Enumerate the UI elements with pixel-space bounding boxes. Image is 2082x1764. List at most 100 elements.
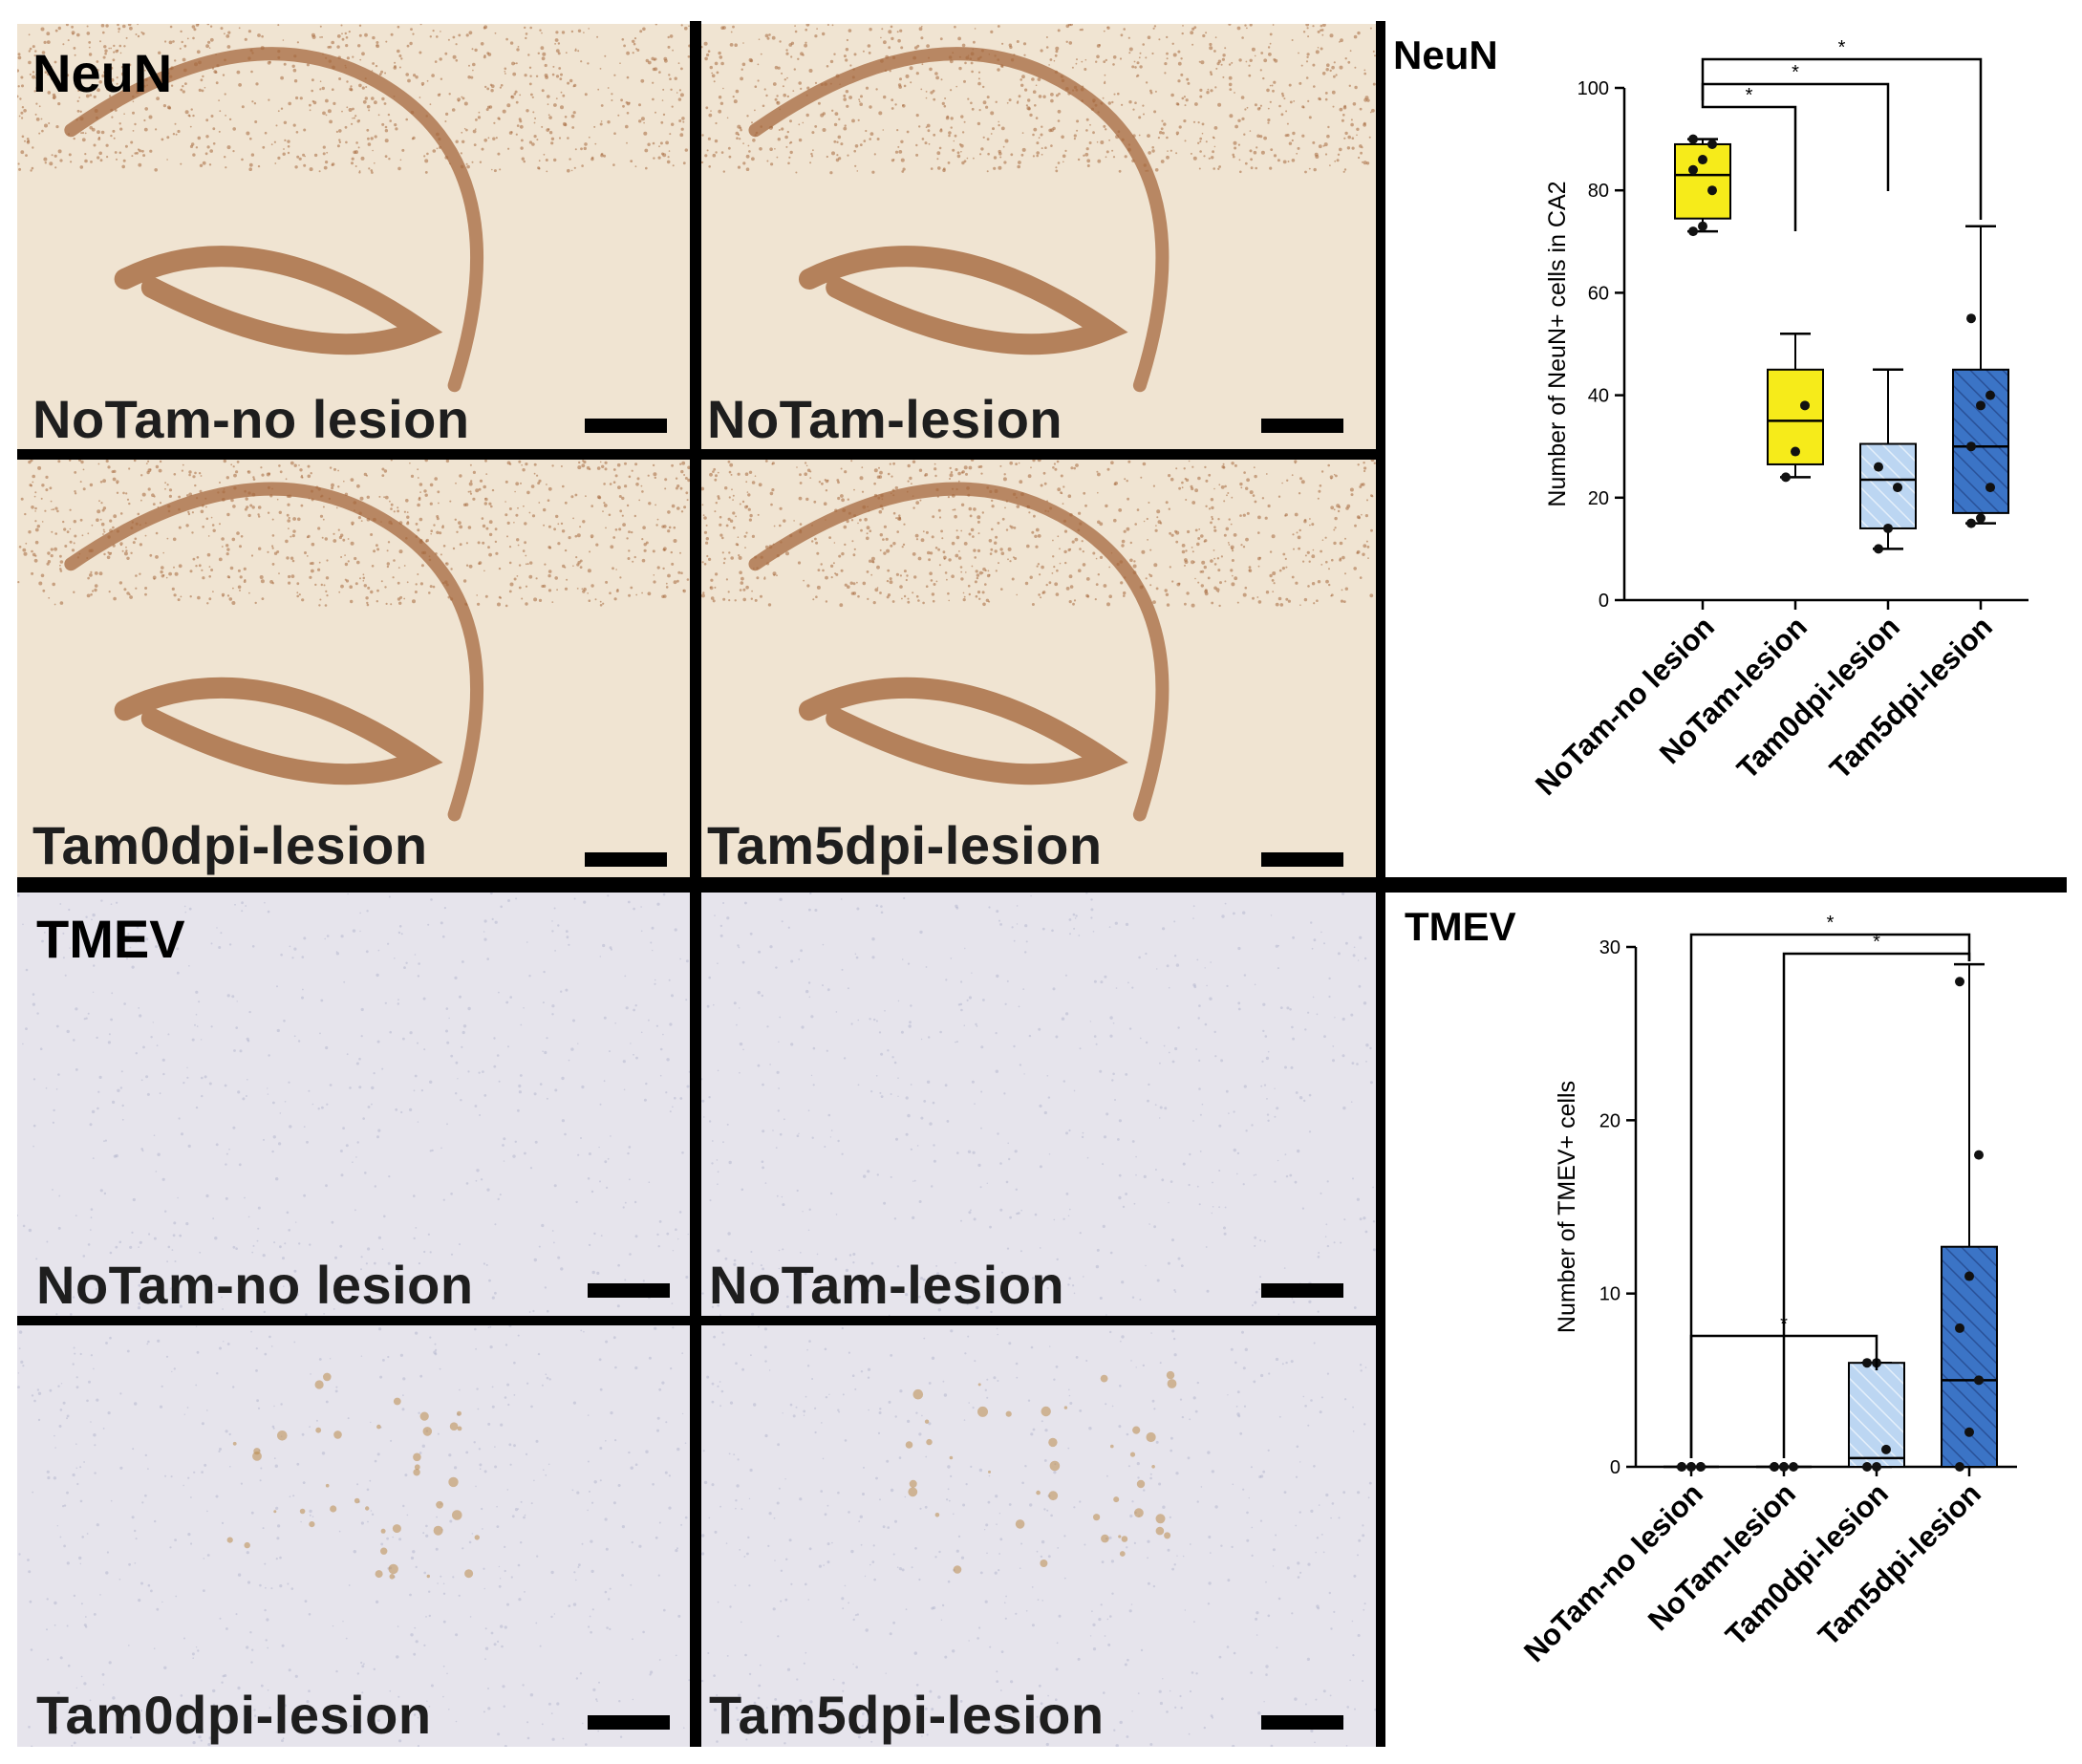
micrograph-neun-notam-lesion: [701, 24, 1376, 449]
scale-bar: [588, 1283, 670, 1298]
data-point: [1893, 483, 1902, 493]
data-point: [1883, 523, 1893, 533]
data-point: [1985, 390, 1995, 400]
micrograph-neun-notam-no-lesion: [17, 24, 690, 449]
scale-bar: [588, 1715, 670, 1730]
box-1: NoTam-lesion: [1642, 1462, 1812, 1637]
data-point: [1696, 1462, 1706, 1472]
data-point: [1964, 1427, 1974, 1437]
data-point: [1976, 513, 1985, 524]
data-point: [1688, 226, 1698, 237]
significance-bracket: *: [1701, 37, 1983, 220]
data-point: [1985, 483, 1995, 493]
significance-label: *: [1827, 913, 1835, 934]
significance-bracket: *: [1701, 85, 1797, 231]
data-point: [1872, 1462, 1881, 1472]
data-point: [1686, 1462, 1696, 1472]
neun-section-label: NeuN: [32, 43, 173, 103]
box-body: [1952, 368, 2009, 514]
data-point: [1966, 441, 1976, 452]
y-tick-label: 20: [1599, 1110, 1621, 1131]
micrograph-neun-tam0dpi-lesion: [17, 460, 690, 877]
panel-label: NoTam-lesion: [707, 389, 1063, 449]
x-category-label: Tam5dpi-lesion: [1823, 610, 1999, 785]
scale-bar: [585, 852, 667, 867]
scale-bar: [1261, 1283, 1343, 1298]
y-tick-label: 20: [1588, 488, 1609, 509]
data-point: [1974, 1375, 1984, 1386]
significance-bracket: *: [1782, 932, 1971, 1458]
data-point: [1791, 446, 1800, 457]
micrograph-tmev-notam-no-lesion: [17, 893, 690, 1316]
micrograph-neun-tam5dpi-lesion: [701, 460, 1376, 877]
y-tick-label: 80: [1588, 181, 1609, 202]
data-point: [1688, 164, 1698, 175]
y-tick-label: 0: [1610, 1457, 1621, 1478]
significance-label: *: [1746, 85, 1753, 106]
data-point: [1955, 1323, 1964, 1333]
panel-label: Tam0dpi-lesion: [36, 1685, 432, 1745]
significance-label: *: [1780, 1314, 1788, 1335]
data-point: [1781, 472, 1791, 483]
data-point: [1874, 462, 1883, 472]
data-point: [1779, 1462, 1789, 1472]
data-point: [1881, 1444, 1891, 1454]
y-axis-label: Number of NeuN+ cells in CA2: [1544, 181, 1571, 506]
panel-label: NoTam-no lesion: [36, 1255, 474, 1315]
micrograph-tmev-notam-lesion: [701, 893, 1376, 1316]
scale-bar: [1261, 419, 1343, 433]
tmev-section-label: TMEV: [36, 909, 185, 969]
data-point: [1698, 155, 1707, 165]
data-point: [1688, 134, 1698, 144]
neun-chart-label: NeuN: [1393, 32, 1498, 77]
significance-bracket: *: [1689, 913, 1971, 1458]
data-point: [1966, 518, 1976, 528]
micrograph-tmev-tam0dpi-lesion: [17, 1325, 690, 1747]
divider-section: [17, 877, 2067, 893]
data-point: [1955, 977, 1964, 987]
significance-label: *: [1792, 62, 1799, 83]
y-axis: 0 10 20 30: [1599, 937, 1638, 1478]
panel-label: NoTam-no lesion: [32, 389, 470, 449]
data-point: [1707, 139, 1717, 149]
data-point: [1789, 1462, 1798, 1472]
data-point: [1707, 185, 1717, 196]
panel-label: Tam5dpi-lesion: [707, 815, 1103, 875]
x-category-label: Tam5dpi-lesion: [1812, 1476, 1987, 1652]
data-point: [1677, 1462, 1686, 1472]
x-category-label: NoTam-no lesion: [1517, 1476, 1709, 1668]
data-point: [1976, 400, 1985, 411]
data-point: [1955, 1462, 1964, 1472]
y-tick-label: 10: [1599, 1284, 1621, 1305]
scale-bar: [1261, 1715, 1343, 1730]
micrograph-tmev-tam5dpi-lesion: [701, 1325, 1376, 1747]
tmev-chart-label: TMEV: [1405, 904, 1516, 949]
significance-label: *: [1838, 37, 1846, 58]
significance-bracket: *: [1689, 1314, 1878, 1458]
data-point: [1698, 221, 1707, 231]
divider-neun-middle: [17, 449, 1376, 460]
data-point: [1770, 1462, 1779, 1472]
panel-label: Tam0dpi-lesion: [32, 815, 428, 875]
x-category-label: NoTam-no lesion: [1529, 610, 1721, 802]
panel-label: NoTam-lesion: [709, 1255, 1065, 1315]
box-body: [1848, 1362, 1905, 1469]
y-tick-label: 100: [1578, 78, 1609, 99]
y-axis-label: Number of TMEV+ cells: [1554, 1081, 1580, 1333]
box-body: [1859, 442, 1917, 529]
significance-label: *: [1873, 932, 1880, 953]
data-point: [1862, 1358, 1872, 1368]
data-point: [1800, 400, 1810, 411]
data-point: [1964, 1271, 1974, 1281]
x-category-label: Tam0dpi-lesion: [1730, 610, 1906, 785]
y-tick-label: 60: [1588, 283, 1609, 304]
divider-tmev-middle: [17, 1316, 1376, 1325]
y-tick-label: 0: [1599, 591, 1609, 612]
y-tick-label: 30: [1599, 937, 1621, 958]
x-category-label: Tam0dpi-lesion: [1719, 1476, 1895, 1652]
scale-bar: [1261, 852, 1343, 867]
data-point: [1874, 544, 1883, 554]
